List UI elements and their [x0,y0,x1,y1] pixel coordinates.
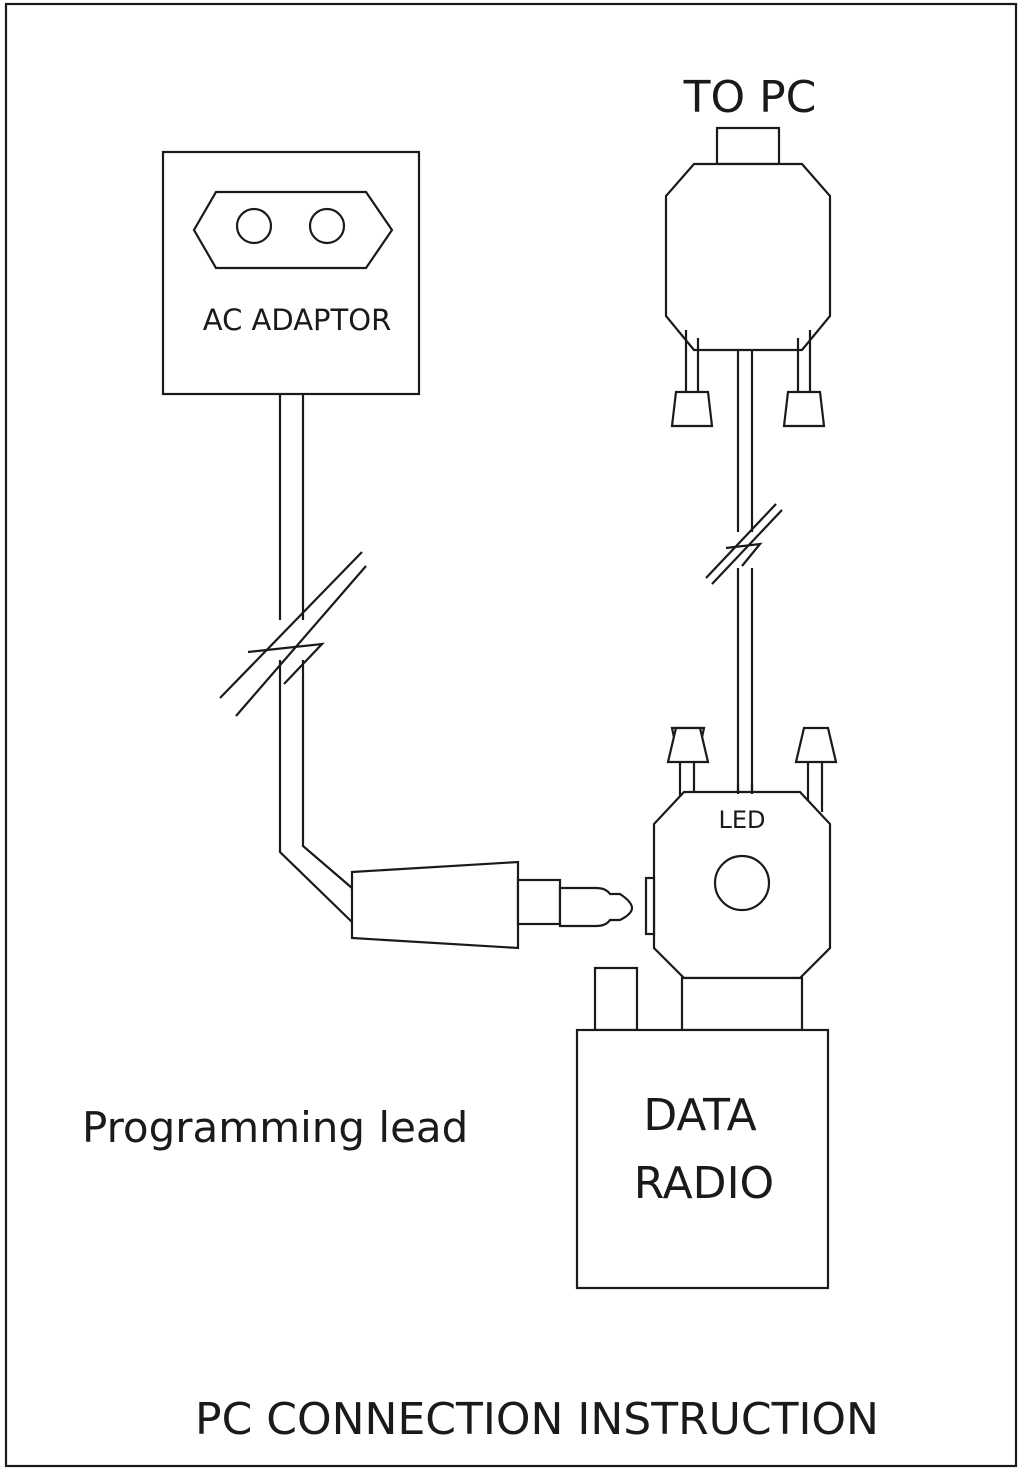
data-radio-label-line1: DATA [643,1090,756,1141]
page-title: PC CONNECTION INSTRUCTION [195,1394,879,1445]
radio-antenna [593,966,639,1032]
pc-connector-body [664,162,832,352]
jack-plug-body [350,860,520,950]
data-radio-box [575,1028,830,1290]
ac-adaptor-label: AC ADAPTOR [203,303,391,337]
pc-connector-clip-right [782,390,826,428]
mains-plug-icon [192,190,394,270]
jack-plug-tip [558,886,634,928]
pc-cable-break-mark [705,503,777,579]
plug-pin-right [308,207,346,245]
pc-connector-pins [715,126,781,166]
adaptor-cable [219,394,367,923]
plug-pin-left [235,207,273,245]
programming-lead-label: Programming lead [82,1103,468,1152]
led-indicator-icon [713,854,771,912]
pc-connector: TO PC [664,72,832,428]
to-pc-label: TO PC [683,72,817,123]
radio-connector-neck [680,976,804,1032]
radio-connector: LED [644,726,838,1032]
radio-connector-clip-right [794,726,838,764]
data-radio: DATA RADIO [575,966,830,1290]
pc-connector-clip-left [670,390,714,428]
ac-adaptor-box [161,150,421,396]
page-frame [4,2,1018,1468]
led-label: LED [718,806,765,834]
jack-plug [350,860,634,950]
data-radio-label-line2: RADIO [634,1158,774,1209]
cable-break-mark [219,551,363,699]
ac-adaptor: AC ADAPTOR [161,150,421,396]
pc-cable [705,350,783,794]
jack-socket [644,876,656,936]
